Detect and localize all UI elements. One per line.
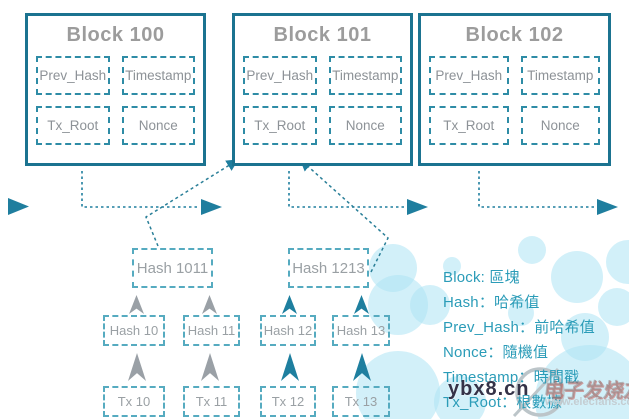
chain-link-line	[81, 171, 199, 208]
up-arrow-icon	[201, 353, 219, 381]
background-bubble	[598, 288, 629, 326]
background-bubble	[443, 257, 461, 275]
background-bubble	[434, 376, 486, 419]
legend-item-block: Block: 區塊	[443, 269, 520, 286]
field-prev-hash: Prev_Hash	[243, 56, 317, 95]
chain-link-line	[478, 171, 595, 208]
field-nonce: Nonce	[121, 106, 195, 145]
merkle-hash-10: Hash 10	[103, 315, 165, 346]
merkle-root-hash-1213: Hash 1213	[288, 248, 369, 288]
background-bubble	[518, 236, 546, 264]
block-fields: Prev_Hash Timestamp Tx_Root Nonce	[421, 47, 608, 145]
up-arrow-icon	[354, 295, 369, 314]
chain-arrowhead	[201, 199, 222, 215]
chain-arrowhead	[8, 198, 29, 215]
tx-10: Tx 10	[103, 386, 165, 417]
legend-item-hash: Hash：哈希值	[443, 294, 540, 311]
merkle-hash-13: Hash 13	[332, 315, 390, 346]
background-bubble	[508, 300, 534, 326]
field-timestamp: Timestamp	[520, 56, 600, 95]
merkle-hash-11: Hash 11	[183, 315, 240, 346]
legend-item-nonce: Nonce：隨機值	[443, 344, 549, 361]
merkle-root-hash-1011: Hash 1011	[132, 248, 213, 288]
field-nonce: Nonce	[520, 106, 600, 145]
background-bubble	[356, 351, 440, 419]
chain-arrowhead	[407, 199, 428, 215]
merkle-hash-12: Hash 12	[260, 315, 316, 346]
block-fields: Prev_Hash Timestamp Tx_Root Nonce	[235, 47, 410, 145]
field-tx-root: Tx_Root	[243, 106, 317, 145]
field-tx-root: Tx_Root	[36, 106, 110, 145]
field-tx-root: Tx_Root	[429, 106, 509, 145]
watermark-site: ybx8.cn	[448, 378, 530, 400]
up-arrow-icon	[128, 353, 146, 381]
field-timestamp: Timestamp	[328, 56, 402, 95]
block-title: Block 100	[66, 24, 165, 46]
block-fields: Prev_Hash Timestamp Tx_Root Nonce	[28, 47, 203, 145]
legend-item-prev-hash: Prev_Hash：前哈希值	[443, 319, 596, 336]
tx-11: Tx 11	[183, 386, 240, 417]
field-timestamp: Timestamp	[121, 56, 195, 95]
up-arrow-icon	[202, 295, 217, 314]
watermark-url: www.elecfans.com	[545, 396, 629, 408]
block-title: Block 102	[465, 24, 564, 46]
field-prev-hash: Prev_Hash	[429, 56, 509, 95]
up-arrow-icon	[282, 295, 297, 314]
chain-arrowhead	[597, 199, 618, 215]
block-card-101: Block 101 Prev_Hash Timestamp Tx_Root No…	[232, 13, 413, 166]
merkle-root-arrow	[145, 159, 239, 247]
field-nonce: Nonce	[328, 106, 402, 145]
block-title: Block 101	[273, 24, 372, 46]
background-bubble	[410, 285, 450, 325]
tx-12: Tx 12	[260, 386, 316, 417]
background-bubble	[606, 240, 629, 284]
chain-link-line	[288, 171, 405, 208]
background-bubble	[551, 251, 603, 303]
up-arrow-icon	[129, 295, 144, 314]
up-arrow-icon	[281, 353, 299, 381]
field-prev-hash: Prev_Hash	[36, 56, 110, 95]
block-card-100: Block 100 Prev_Hash Timestamp Tx_Root No…	[25, 13, 206, 166]
block-card-102: Block 102 Prev_Hash Timestamp Tx_Root No…	[418, 13, 611, 166]
tx-13: Tx 13	[332, 386, 390, 417]
